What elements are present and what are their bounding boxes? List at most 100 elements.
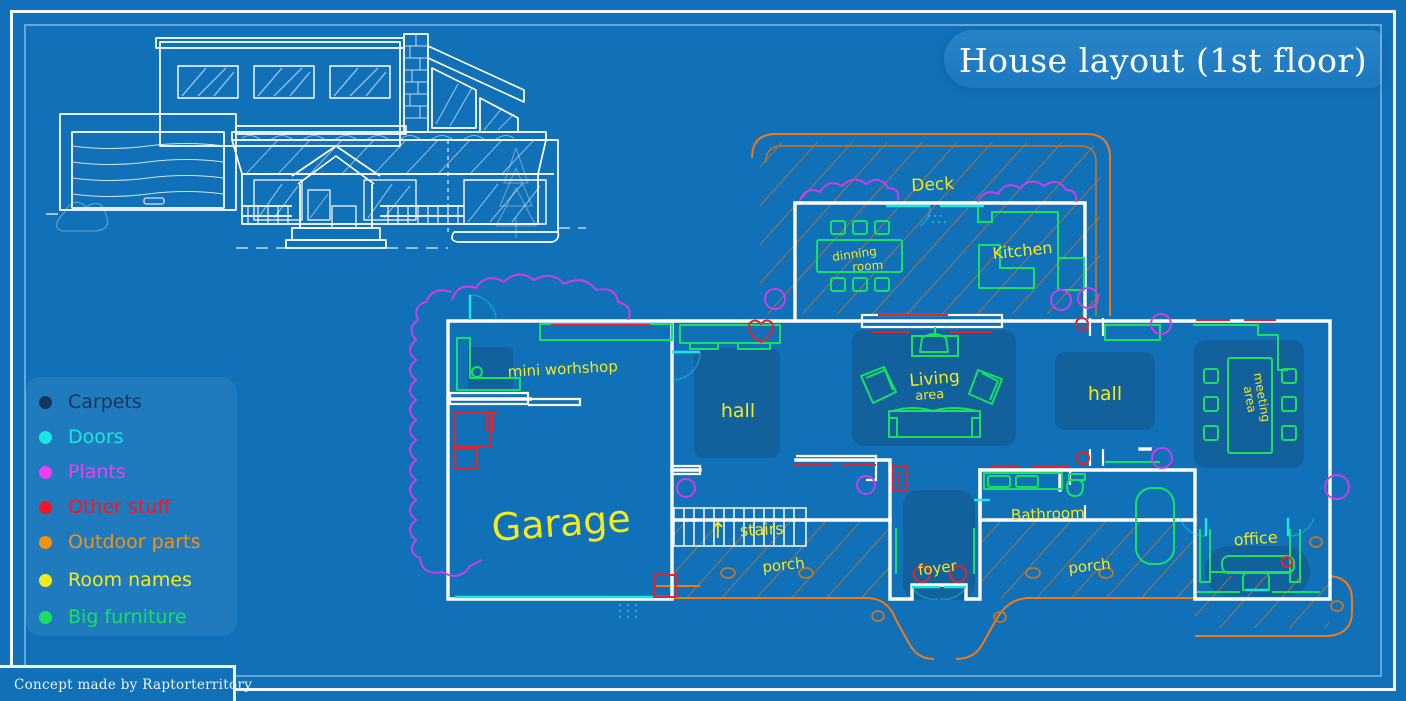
shrub-deck-right	[977, 180, 1078, 203]
door-swing-layer	[469, 205, 1315, 601]
garage-box-a	[454, 412, 491, 447]
garage-counter	[539, 323, 673, 341]
room-label-workshop: mini worhshop	[507, 357, 618, 381]
bath-sink-a	[987, 475, 1011, 488]
carpet-hall-right	[1055, 352, 1155, 430]
room-label-living2: area	[915, 387, 945, 404]
sofa-arms	[889, 417, 980, 437]
legend-dot-plants	[39, 465, 52, 479]
legend-dot-big-furniture	[39, 610, 52, 624]
bath-vanity	[983, 472, 1063, 490]
hook-b	[1076, 451, 1090, 465]
porch-side-edge	[1195, 575, 1353, 637]
hook-d	[949, 565, 967, 583]
room-label-dinning: dinning	[831, 244, 877, 264]
legend-item-doors[interactable]: Doors	[39, 424, 124, 450]
hall-left-cabinet	[679, 324, 781, 344]
room-label-porch-right: porch	[1068, 555, 1112, 577]
room-label-meeting2: area	[1241, 385, 1259, 414]
credit-caption: Concept made by Raptorterritory	[14, 677, 253, 693]
deck-outline-inner	[765, 145, 1097, 316]
tv-screen	[919, 333, 949, 353]
hook-e	[1281, 556, 1293, 568]
kitchen-counter-L	[978, 244, 1035, 289]
hall-left-cab-feet	[689, 343, 771, 350]
legend-dot-doors	[39, 430, 52, 444]
workshop-bench	[456, 337, 521, 391]
room-label-hall-right: hall	[1088, 383, 1122, 405]
room-label-office: office	[1233, 528, 1278, 550]
sofa-back	[892, 407, 978, 412]
foyer-fixture	[892, 466, 908, 492]
house-elevation-illustration	[46, 33, 586, 249]
legend-item-other-stuff[interactable]: Other stuff	[39, 494, 170, 520]
toilet	[1066, 479, 1084, 497]
door-dots-layer	[619, 215, 950, 620]
kitchen-appliance	[1057, 257, 1085, 291]
legend-item-carpets[interactable]: Carpets	[39, 389, 142, 415]
legend-label-carpets: Carpets	[68, 391, 142, 413]
room-label-hall-left: hall	[721, 400, 755, 422]
bush-garage-left	[409, 289, 483, 577]
wall-thin-layer	[448, 313, 1105, 520]
page-title: House layout (1st floor)	[958, 40, 1368, 80]
plant-layer	[409, 178, 1350, 577]
room-label-stairs: stairs	[739, 519, 784, 540]
hall-right-counter	[1193, 324, 1288, 371]
legend-dot-other-stuff	[39, 500, 52, 514]
stairs	[673, 507, 807, 547]
hall-ornament	[747, 319, 775, 344]
hook-a	[1075, 317, 1089, 331]
armchair-right-back	[981, 372, 999, 401]
carpet-meeting	[1194, 340, 1304, 468]
dining-chairs	[830, 220, 890, 292]
room-label-layer: Deck dinning room Kitchen mini worhshop …	[490, 174, 1278, 579]
legend-dot-room-names	[39, 573, 52, 587]
room-label-living: Living	[909, 367, 961, 391]
bush-garage-top	[451, 273, 631, 321]
legend-label-room-names: Room names	[68, 569, 192, 591]
legend-dot-carpets	[39, 395, 52, 409]
doorframe-a	[1088, 318, 1105, 336]
sofa	[888, 410, 981, 438]
carpet-foyer	[903, 490, 975, 600]
partition-hall-left	[672, 464, 702, 476]
title-banner	[944, 30, 1382, 88]
frame-footer-notch	[0, 665, 236, 701]
hall-right-cabinet	[1104, 324, 1161, 341]
legend-item-big-furniture[interactable]: Big furniture	[39, 604, 187, 630]
porch-posts	[720, 536, 1344, 623]
wall-foyer	[888, 468, 982, 601]
office-shelf-right	[1289, 529, 1301, 583]
garage-box-b	[454, 447, 478, 469]
partition-center	[796, 454, 878, 482]
armchair-left-back	[865, 369, 894, 391]
porch-left-edge	[672, 597, 935, 660]
dining-table	[816, 239, 903, 273]
legend-label-other-stuff: Other stuff	[68, 496, 171, 518]
meeting-table	[1227, 357, 1273, 454]
workshop-stool	[471, 366, 483, 378]
room-label-porch-left: porch	[762, 554, 806, 576]
wall-garage	[446, 319, 674, 601]
room-label-garage: Garage	[490, 496, 632, 550]
doorframe-b	[1088, 449, 1105, 466]
legend-item-outdoor-parts[interactable]: Outdoor parts	[39, 529, 200, 555]
shrub-deck-left	[799, 178, 900, 201]
legend-panel: Carpets Doors Plants Other stuff Outdoor…	[25, 377, 237, 636]
carpet-hall-left	[694, 348, 780, 458]
bathtub	[1135, 487, 1175, 565]
kitchen-counter-top	[977, 205, 1059, 260]
armchair-left	[860, 366, 897, 404]
door-layer	[455, 204, 1290, 599]
deck-area	[760, 142, 1100, 314]
legend-item-plants[interactable]: Plants	[39, 459, 126, 485]
garage-box-c	[653, 574, 677, 598]
garage-tool	[483, 412, 497, 432]
legend-item-room-names[interactable]: Room names	[39, 567, 192, 593]
toilet-tank	[1068, 473, 1086, 481]
partition-workshop-ext	[528, 397, 582, 407]
meeting-chairs	[1203, 368, 1297, 441]
